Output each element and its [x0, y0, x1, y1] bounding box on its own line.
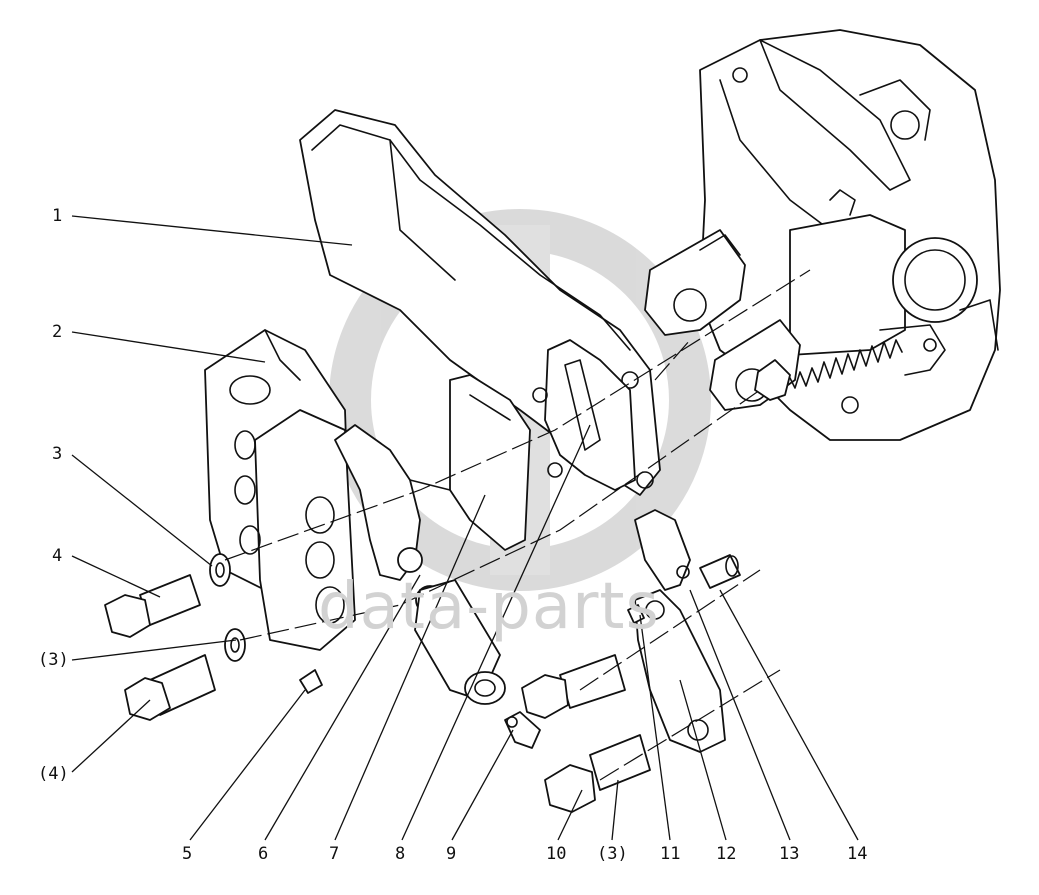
- part-9-grease-fitting: [504, 711, 541, 749]
- callout-3: 3: [52, 444, 63, 464]
- callout-3-bottom: (3): [597, 844, 628, 864]
- callout-11: 11: [660, 844, 681, 864]
- callout-13: 13: [779, 844, 800, 864]
- callout-2: 2: [52, 322, 63, 342]
- callout-10: 10: [546, 844, 567, 864]
- callout-8: 8: [395, 844, 406, 864]
- assembly-centerlines: [224, 269, 811, 781]
- callout-9: 9: [446, 844, 457, 864]
- callout-14: 14: [847, 844, 868, 864]
- callout-4: 4: [52, 546, 63, 566]
- leader-lines: [71, 215, 859, 841]
- watermark-text: data-parts: [318, 570, 660, 644]
- part-8-link-plates: [449, 339, 636, 551]
- part-14-pin: [699, 554, 741, 589]
- part-4-bolts: [104, 574, 216, 721]
- callout-4-repeat: (4): [38, 764, 69, 784]
- callout-12: 12: [716, 844, 737, 864]
- part-5-grease-nipple: [299, 669, 323, 694]
- callout-7: 7: [329, 844, 340, 864]
- part-6-wedge-lever: [334, 424, 451, 615]
- callout-6: 6: [258, 844, 269, 864]
- part-10-bolts: [521, 654, 651, 813]
- tension-spring: [754, 339, 903, 401]
- callout-1: 1: [52, 206, 63, 226]
- callout-3-repeat: (3): [38, 650, 69, 670]
- callout-5: 5: [182, 844, 193, 864]
- part-2-holder-block: [204, 329, 356, 651]
- part-13-clevis: [634, 509, 691, 591]
